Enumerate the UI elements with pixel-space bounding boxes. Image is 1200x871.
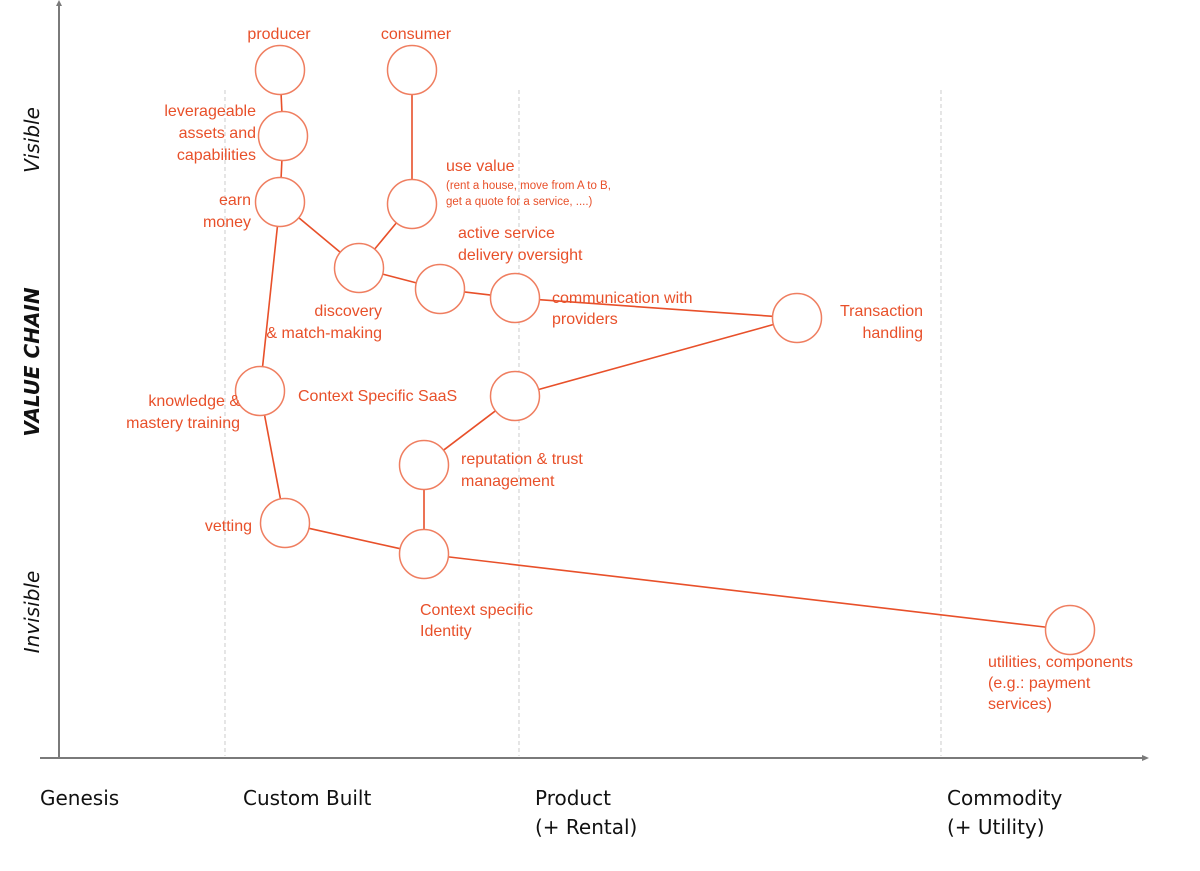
edge-discovery-active_service [382, 273, 417, 284]
node-label-saas: Context Specific SaaS [298, 388, 457, 405]
edge-use_value-discovery [374, 222, 397, 250]
y-axis-arrow-icon [56, 0, 62, 6]
stage-label-product: Product(+ Rental) [535, 786, 637, 839]
stage-label-genesis: Genesis [40, 786, 119, 810]
node-earn_money[interactable] [254, 176, 306, 228]
x-axis-arrow-icon [1142, 755, 1149, 761]
node-utilities[interactable] [1044, 604, 1096, 656]
node-sublabel-use_value: (rent a house, move from A to B,get a qu… [446, 180, 611, 208]
node-consumer[interactable] [386, 44, 438, 96]
y-axis-title: VALUE CHAIN [20, 287, 44, 436]
edge-earn_money-knowledge [261, 226, 279, 367]
node-saas[interactable] [489, 370, 541, 422]
node-label-vetting: vetting [205, 518, 252, 535]
edge-leverageable-earn_money [280, 160, 283, 178]
edge-active_service-communication [464, 291, 491, 296]
node-label-discovery: discovery& match-making [266, 303, 382, 342]
node-label-producer: producer [247, 26, 311, 43]
y-axis-top-label: Visible [20, 107, 44, 173]
node-label-use_value: use value [446, 158, 515, 175]
edge-vetting-identity [308, 527, 401, 550]
edge-transaction-saas [538, 323, 774, 391]
edge-identity-utilities [448, 556, 1046, 628]
node-reputation[interactable] [398, 439, 450, 491]
node-leverageable[interactable] [257, 110, 309, 162]
edge-saas-reputation [443, 410, 496, 451]
node-identity[interactable] [398, 528, 450, 580]
node-discovery[interactable] [333, 242, 385, 294]
edge-producer-leverageable [280, 94, 283, 112]
node-knowledge[interactable] [234, 365, 286, 417]
nodes [234, 44, 1096, 656]
node-producer[interactable] [254, 44, 306, 96]
node-label-knowledge: knowledge &mastery training [126, 393, 240, 432]
stage-label-custom: Custom Built [243, 786, 371, 810]
node-communication[interactable] [489, 272, 541, 324]
y-axis-bottom-label: Invisible [20, 571, 44, 654]
node-active_service[interactable] [414, 263, 466, 315]
evolution-gridlines [224, 90, 942, 756]
node-use_value[interactable] [386, 178, 438, 230]
edge-communication-transaction [539, 298, 773, 318]
node-vetting[interactable] [259, 497, 311, 549]
stage-label-commodity: Commodity(+ Utility) [947, 786, 1062, 839]
edges [261, 94, 1046, 628]
node-label-consumer: consumer [381, 26, 452, 43]
edge-knowledge-vetting [263, 414, 282, 500]
node-transaction[interactable] [771, 292, 823, 344]
edge-earn_money-discovery [298, 217, 341, 253]
